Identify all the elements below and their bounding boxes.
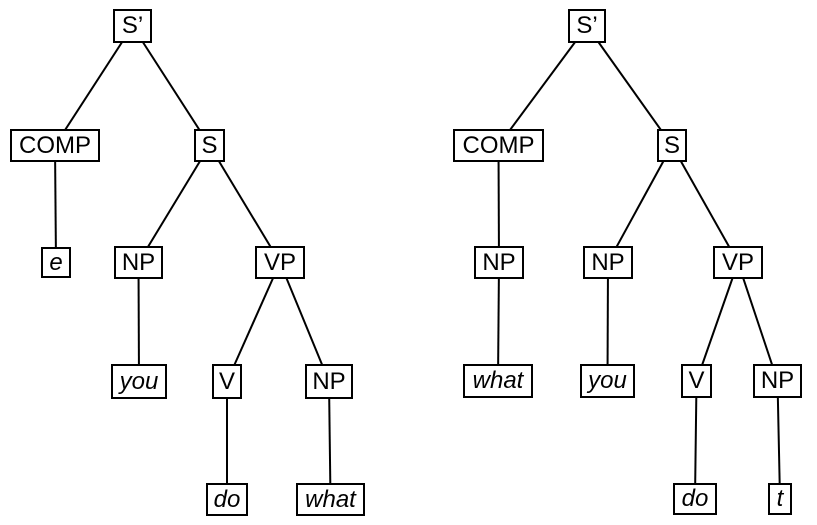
right-tree-edge-vp-np-object [737,262,779,382]
right-tree-edge-np-comp-what [497,262,500,382]
right-tree-node-s: S [657,129,687,162]
left-tree-edge-s-prime-comp [54,25,134,147]
left-tree-node-you: you [111,364,167,399]
right-tree-node-s-prime: S’ [568,9,606,43]
right-tree-node-np-comp: NP [474,246,524,279]
right-tree-node-np-object: NP [753,364,802,398]
left-tree-node-comp: COMP [10,129,100,162]
right-tree-edge-np-object-t [776,380,781,500]
left-tree-node-vp: VP [255,246,305,279]
right-tree-node-comp: COMP [453,129,544,162]
left-tree-node-e: e [41,247,71,278]
left-tree-edge-vp-np-object [279,262,330,382]
left-tree-node-s: S [194,129,225,162]
right-tree-node-do: do [673,483,717,515]
left-tree-node-do: do [206,483,248,516]
left-tree-node-np-subject: NP [114,246,163,279]
left-tree-node-np-object: NP [305,364,353,399]
right-tree-node-t: t [768,483,792,515]
left-tree-node-v: V [212,364,242,399]
right-tree-edge-np-subject-you [606,262,609,382]
right-tree-node-np-subject: NP [583,246,633,279]
left-tree-edge-comp-e [54,145,57,263]
left-tree-edge-s-np-subject [137,144,211,264]
left-tree-edge-np-object-what [328,381,332,500]
right-tree-edge-s-vp [671,145,739,263]
right-tree-edge-s-prime-s [586,25,673,147]
right-tree-edge-comp-np-comp [497,145,500,263]
right-tree-edge-s-np-subject [607,145,673,263]
left-tree-edge-vp-v [226,262,281,382]
left-tree-edge-np-subject-you [137,262,140,382]
right-tree-edge-vp-v [695,262,739,382]
right-tree-node-vp: VP [713,246,763,279]
left-tree-node-what: what [296,483,365,516]
left-tree-edge-s-vp [208,144,281,264]
right-tree-node-you: you [580,364,635,398]
left-tree-edge-s-prime-s [131,25,211,147]
left-tree-node-s-prime: S’ [113,9,152,43]
right-tree-edge-s-prime-comp [497,25,588,147]
right-tree-edge-v-do [694,380,698,500]
right-tree-node-v: V [681,364,712,398]
right-tree-node-what: what [463,364,533,398]
